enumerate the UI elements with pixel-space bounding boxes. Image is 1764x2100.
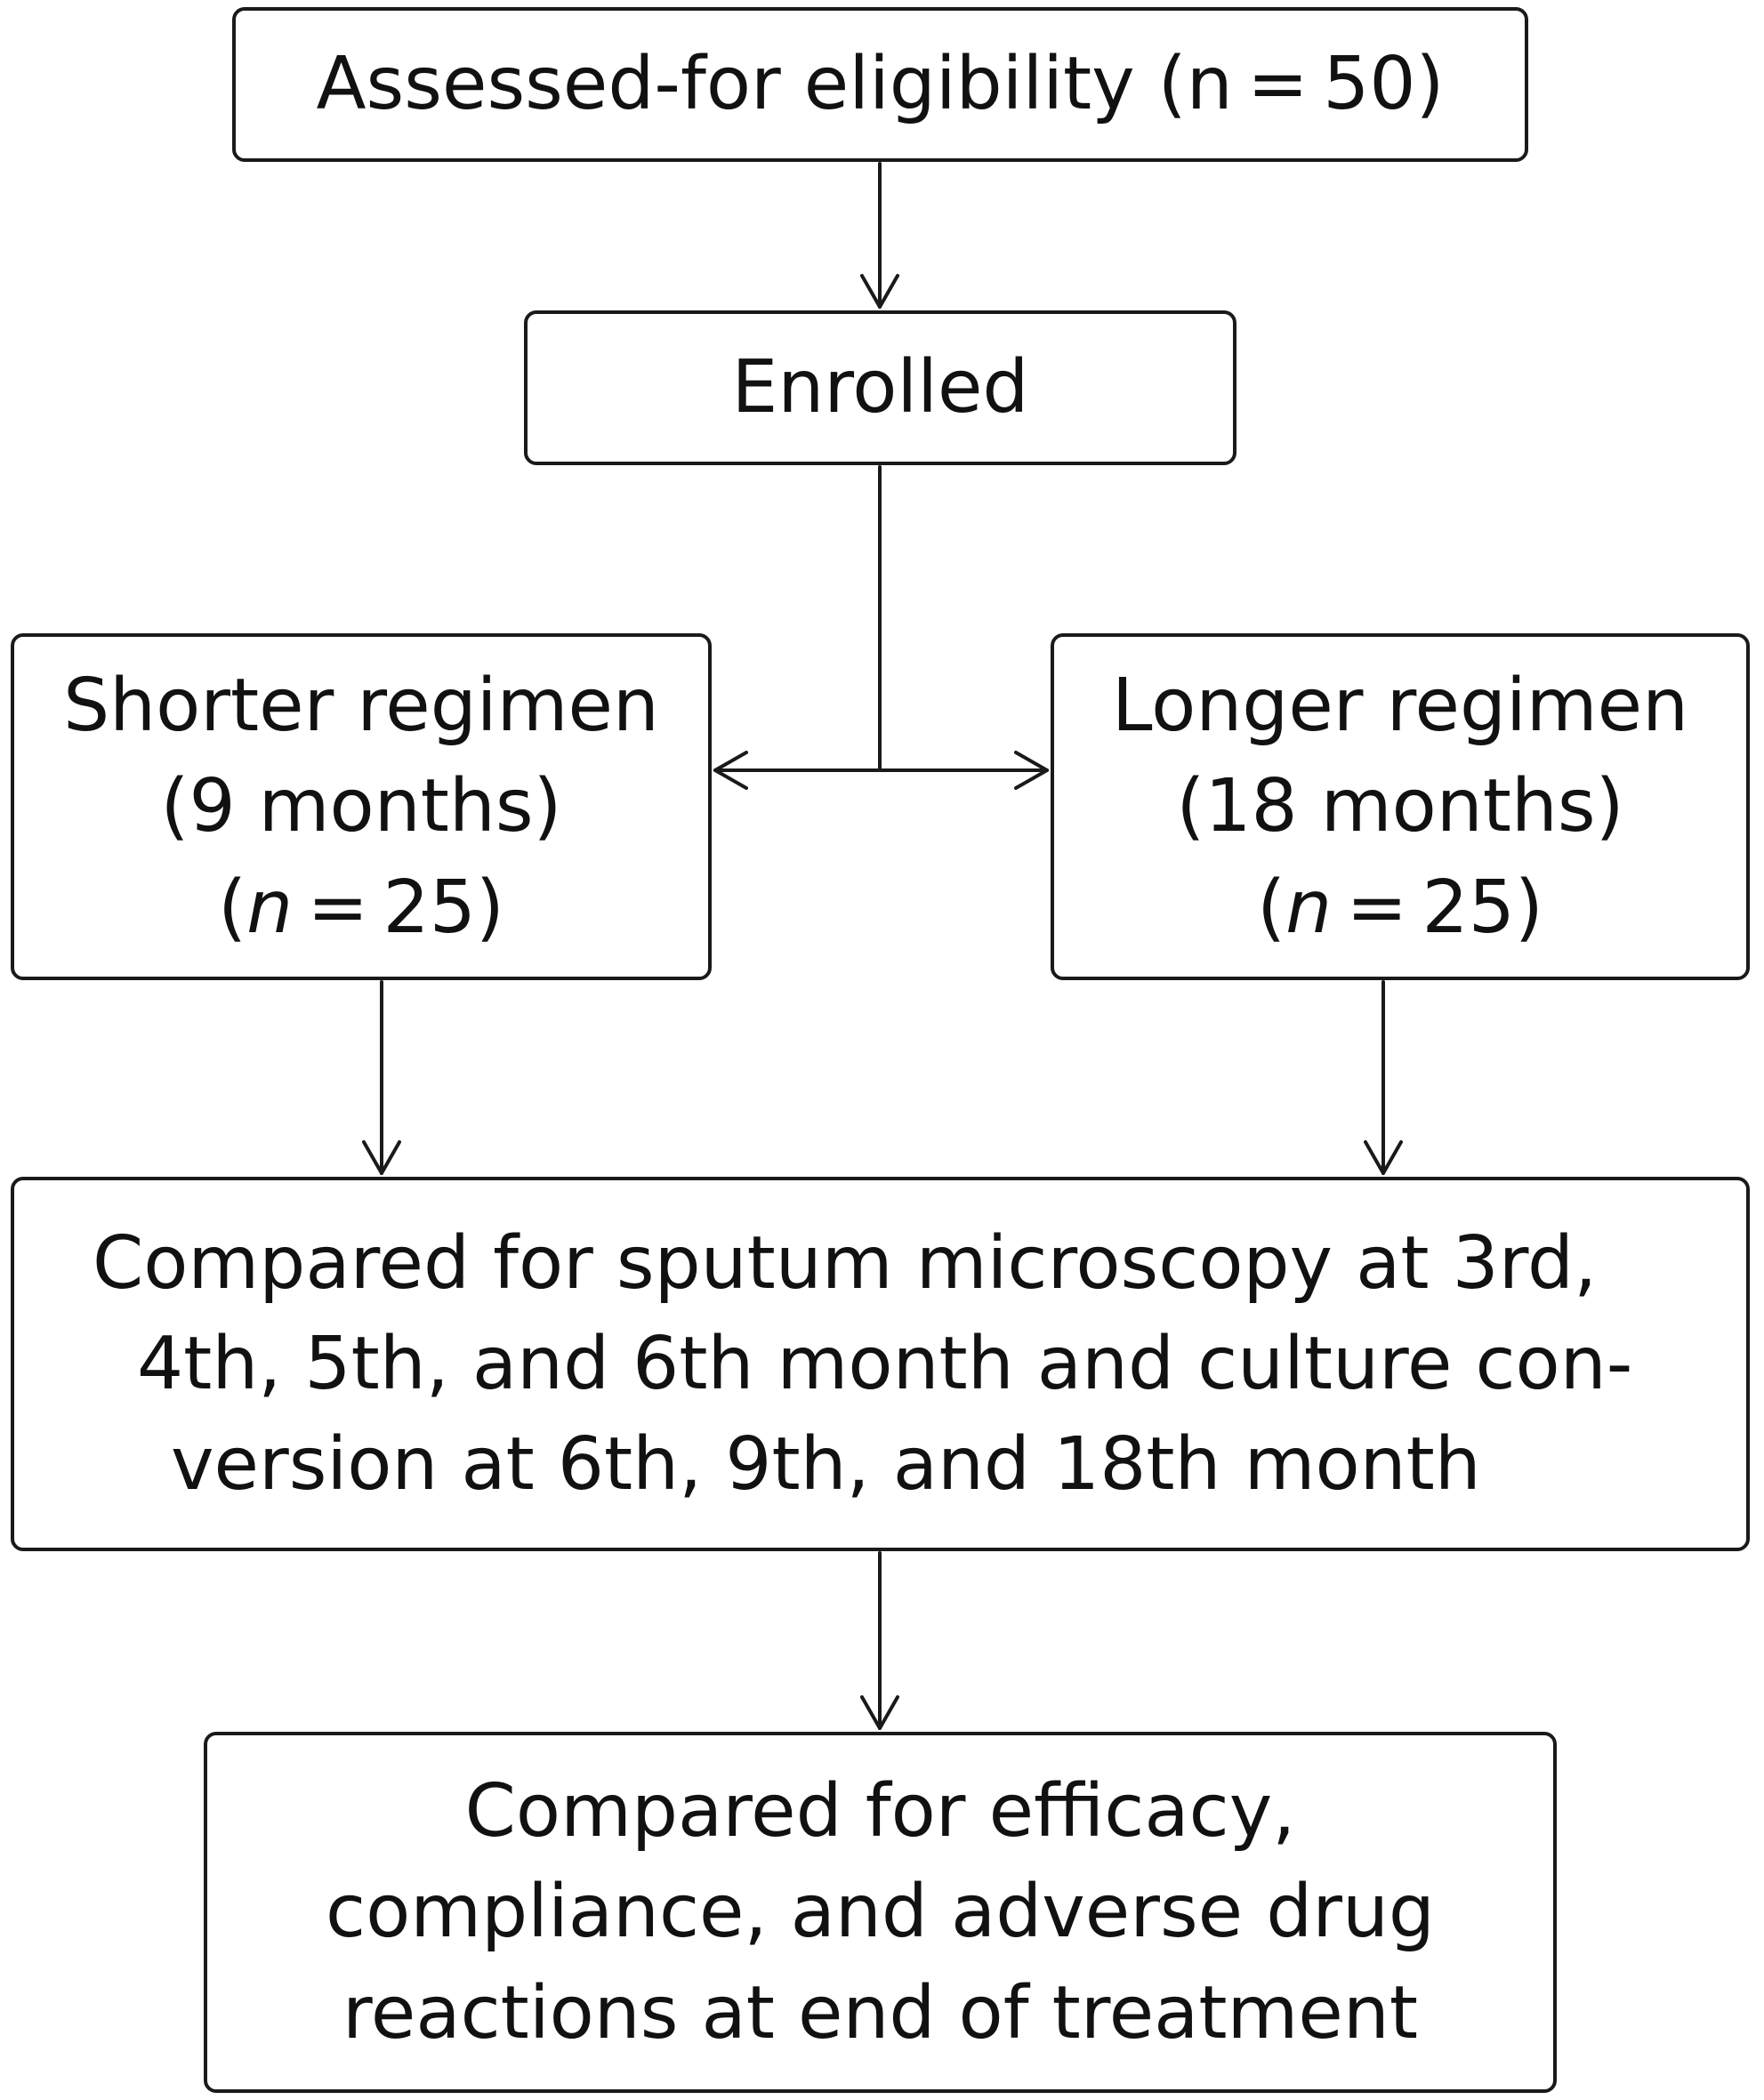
longer-line-1: Longer regimen [1111,664,1689,749]
outcomes-line-1: Compared for efficacy, [464,1769,1296,1855]
assessed-line-1: Assessed-for eligibility (n = 50) [316,42,1445,127]
arrow-assessed-to-enrolled [860,162,899,309]
sputum-comparison-box: Compared for sputum microscopy at 3rd, 4… [11,1177,1750,1551]
longer-regimen-box: Longer regimen (18 months) (n = 25) [1051,633,1750,980]
enrolled-line-1: Enrolled [731,345,1029,430]
longer-line-2: (18 months) [1176,764,1624,849]
shorter-regimen-box: Shorter regimen (9 months) (n = 25) [11,633,712,980]
arrow-longer-to-compared [1364,980,1403,1175]
assessed-eligibility-box: Assessed-for eligibility (n = 50) [232,7,1528,162]
shorter-line-2: (9 months) [160,764,562,849]
outcomes-comparison-box: Compared for efficacy, compliance, and a… [204,1732,1557,2093]
shorter-line-1: Shorter regimen [63,664,659,749]
arrow-shorter-to-compared [362,980,401,1175]
outcomes-line-2: compliance, and adverse drug [326,1870,1435,1955]
outcomes-line-3: reactions at end of treatment [342,1970,1419,2056]
compared-line-1: Compared for sputum microscopy at 3rd, [93,1220,1598,1306]
compared-line-3: version at 6th, 9th, and 18th month [171,1422,1481,1508]
arrow-compared-to-outcomes [860,1551,899,1730]
arrow-enrolled-split [713,465,1049,790]
shorter-line-3: (n = 25) [218,865,504,950]
compared-line-2: 4th, 5th, and 6th month and culture con- [137,1321,1633,1406]
longer-line-3: (n = 25) [1257,865,1543,950]
enrolled-box: Enrolled [524,310,1236,465]
